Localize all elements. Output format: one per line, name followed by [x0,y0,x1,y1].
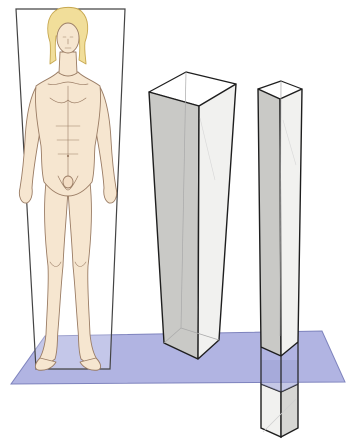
straight-prism-lower [261,384,298,437]
tapered-prism [149,72,236,359]
neck [59,52,77,76]
head [57,23,79,53]
